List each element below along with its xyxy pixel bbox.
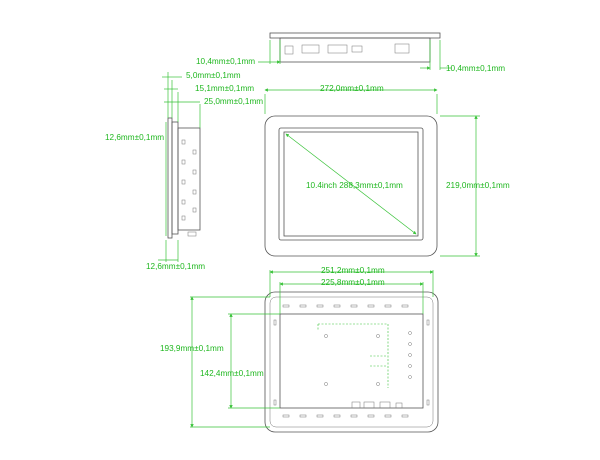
top-bezel-edge [269, 32, 441, 39]
vesa-guides [317, 323, 389, 388]
side-dim-a-label: 5,0mm±0,1mm [186, 71, 241, 80]
front-height-label: 219,0mm±0,1mm [446, 181, 510, 190]
dvi-port [327, 44, 348, 54]
back-inner-height-label: 142,4mm±0,1mm [200, 369, 264, 378]
front-view: 10.4inch 288,3mm±0,1mm 272,0mm±0,1mm 219… [264, 84, 510, 257]
back-housing [279, 313, 424, 409]
top-view: 10,4mm±0,1mm 10,4mm±0,1mm [196, 32, 505, 73]
front-diagonal-label: 10.4inch 288,3mm±0,1mm [306, 181, 403, 190]
side-housing [177, 127, 201, 231]
back-outer-width-label: 251,2mm±0,1mm [321, 266, 385, 275]
vga-port [301, 44, 320, 54]
back-view: 251,2mm±0,1mm 225,8mm±0,1mm 193,9mm±0,1m… [160, 266, 439, 433]
front-width-label: 272,0mm±0,1mm [320, 84, 384, 93]
side-bezel [167, 117, 173, 239]
top-right-dim-label: 10,4mm±0,1mm [446, 64, 505, 73]
hdmi-port [351, 45, 363, 53]
back-bezel [264, 291, 439, 433]
diagonal-dim-line [285, 133, 417, 235]
front-screen-frame [278, 127, 424, 241]
front-bezel [264, 115, 438, 257]
side-dim-b-label: 15,1mm±0,1mm [195, 84, 254, 93]
back-outer-height-label: 193,9mm±0,1mm [160, 344, 224, 353]
top-housing [279, 37, 431, 63]
back-inner-bezel [269, 296, 434, 428]
bottom-connectors [351, 401, 403, 409]
side-height-label: 12,6mm±0,1mm [105, 133, 164, 142]
mounting-clips [273, 304, 430, 418]
power-connector [284, 45, 294, 55]
vesa-holes [324, 334, 380, 386]
top-left-dim-label: 10,4mm±0,1mm [196, 57, 255, 66]
control-buttons [408, 331, 412, 379]
front-screen [283, 131, 419, 237]
side-view: 5,0mm±0,1mm 15,1mm±0,1mm 25,0mm±0,1mm 12… [105, 71, 263, 271]
side-dim-c-label: 25,0mm±0,1mm [204, 97, 263, 106]
terminal-block [394, 43, 410, 54]
back-inner-width-label: 225,8mm±0,1mm [321, 278, 385, 287]
side-bottom-label: 12,6mm±0,1mm [146, 262, 205, 271]
side-panel [171, 121, 179, 235]
